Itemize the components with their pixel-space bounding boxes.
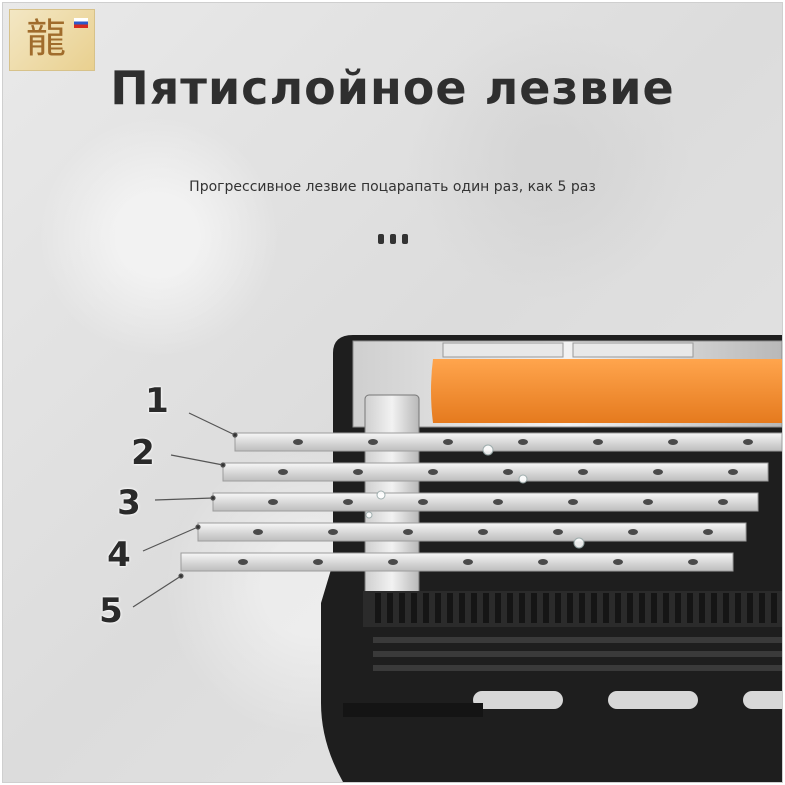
label-leader-lines — [132, 412, 238, 608]
blades — [180, 432, 782, 572]
blade-label-1: 1 — [145, 381, 169, 421]
ellipsis-icon — [3, 229, 782, 248]
blade-1 — [234, 432, 782, 452]
water-droplets — [365, 444, 585, 549]
blade-label-3: 3 — [117, 483, 141, 523]
blade-label-2: 2 — [131, 433, 155, 473]
blade-3 — [212, 492, 759, 512]
blade-2 — [222, 462, 769, 482]
blade-label-5: 5 — [99, 591, 123, 631]
blade-label-4: 4 — [107, 535, 131, 575]
blade-5 — [180, 552, 734, 572]
razor-cartridge-illustration — [132, 335, 782, 782]
dragon-logo-icon: 龍 — [9, 9, 95, 71]
page-title: Пятислойное лезвие — [110, 61, 675, 115]
blade-4 — [197, 522, 747, 542]
page-subtitle: Прогрессивное лезвие поцарапать один раз… — [189, 179, 596, 195]
flag-icon — [74, 18, 88, 28]
